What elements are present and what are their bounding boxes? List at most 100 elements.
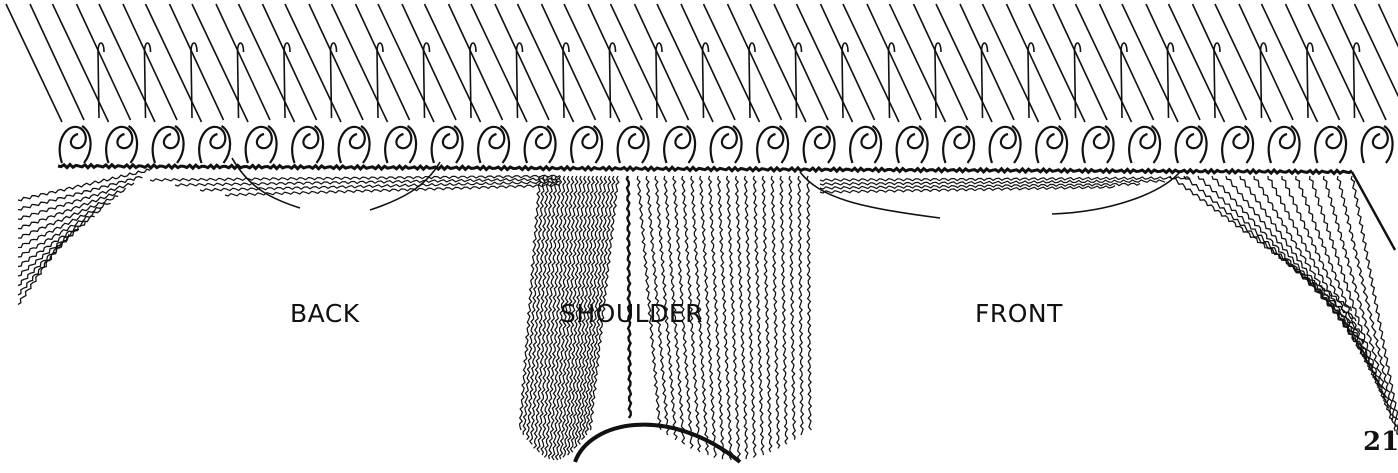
needle-shaft xyxy=(611,4,667,122)
stitch-loop xyxy=(1176,127,1202,163)
shoulder-row-right xyxy=(762,176,772,452)
shoulder-seam xyxy=(627,176,631,418)
needle-shaft xyxy=(983,4,1039,122)
needle-shaft xyxy=(378,4,434,122)
stitch-loop xyxy=(478,127,504,163)
needle-shaft xyxy=(449,4,503,120)
shoulder-row-right xyxy=(753,176,764,455)
needle-shaft xyxy=(518,4,574,122)
page-number: 21 xyxy=(1363,427,1398,457)
needle-shaft xyxy=(774,4,828,120)
needle-shaft xyxy=(1169,4,1225,122)
needle-shaft xyxy=(170,4,224,120)
stitch-loop xyxy=(804,127,830,163)
front-row xyxy=(1337,176,1398,442)
needle-shaft xyxy=(356,4,410,120)
stitch-loop xyxy=(897,127,923,163)
needle-shaft xyxy=(53,4,109,122)
stitch-loop xyxy=(246,127,272,163)
needle-shaft xyxy=(1100,4,1154,120)
needle-shaft xyxy=(564,4,620,122)
needle-shaft xyxy=(728,4,782,120)
needle-shaft xyxy=(890,4,946,122)
stitch-loop xyxy=(525,127,551,163)
stitch-loop xyxy=(199,127,225,163)
front-row xyxy=(1268,176,1380,387)
stitch-loop xyxy=(153,127,179,163)
needle-shaft xyxy=(239,4,295,122)
needle-shaft xyxy=(1332,4,1386,120)
needle-shaft xyxy=(657,4,713,122)
stitch-loop xyxy=(850,127,876,163)
needle-shaft xyxy=(1215,4,1271,122)
stitch-loop xyxy=(1036,127,1062,163)
stitch-loop xyxy=(339,127,365,163)
stitch-loop xyxy=(711,127,737,163)
needle-shaft xyxy=(495,4,549,120)
shoulder-row-right xyxy=(780,176,788,444)
stitch-loop xyxy=(618,127,644,163)
bind-off-line xyxy=(58,165,1352,174)
needle-shaft xyxy=(1286,4,1340,120)
needle-shaft xyxy=(1053,4,1107,120)
shoulder-row-right xyxy=(798,176,804,435)
stitch-loop xyxy=(385,127,411,163)
stitch-loop xyxy=(1083,127,1109,163)
stitch-loop xyxy=(1362,127,1388,163)
shoulder-row-right xyxy=(771,176,780,448)
needle-shaft xyxy=(1029,4,1085,122)
needle-shaft xyxy=(588,4,642,120)
shoulder-row-right xyxy=(709,176,725,459)
front-fabric-rows xyxy=(820,176,1398,453)
needle-shaft xyxy=(99,4,155,122)
needle-shaft xyxy=(123,4,177,120)
needle-shaft xyxy=(263,4,317,120)
needle-shaft xyxy=(960,4,1014,120)
stitch-loop xyxy=(1269,127,1295,163)
needle-shaft xyxy=(843,4,899,122)
needle-shaft xyxy=(914,4,968,120)
back-row xyxy=(18,177,142,210)
needle-shaft xyxy=(146,4,202,122)
needle-shaft xyxy=(192,4,248,122)
needle-shaft xyxy=(635,4,689,120)
needle-shaft xyxy=(542,4,596,120)
stitch-loop xyxy=(757,127,783,163)
stitch-loop xyxy=(432,127,458,163)
stitch-loop xyxy=(943,127,969,163)
needle-shaft xyxy=(1308,4,1364,122)
needle-shaft xyxy=(309,4,363,120)
stitch-loop xyxy=(571,127,597,163)
needle-shaft xyxy=(821,4,875,120)
needle-shaft xyxy=(77,4,131,120)
needle-shaft xyxy=(332,4,388,122)
needle-shaft xyxy=(402,4,456,120)
needle-shaft xyxy=(1007,4,1061,120)
back-row xyxy=(18,188,126,229)
needle-shaft xyxy=(425,4,481,122)
needle-shaft xyxy=(797,4,853,122)
needle-shaft xyxy=(867,4,921,120)
needle-shaft xyxy=(1146,4,1200,120)
stitch-loop xyxy=(664,127,690,163)
machine-needles xyxy=(6,4,1398,122)
needle-shaft xyxy=(681,4,735,120)
stitch-loop xyxy=(1222,127,1248,163)
needle-shaft xyxy=(1262,4,1318,122)
stitch-loop xyxy=(1315,127,1341,163)
shoulder-label: SHOULDER xyxy=(560,299,703,328)
front-row xyxy=(1324,176,1396,431)
needle-shaft xyxy=(704,4,760,122)
back-label: BACK xyxy=(290,299,360,328)
needle-shaft xyxy=(285,4,341,122)
stitch-loop xyxy=(292,127,318,163)
stitch-loop xyxy=(1129,127,1155,163)
needle-shaft xyxy=(1239,4,1293,120)
needle-shaft xyxy=(936,4,992,122)
shoulder-row-right xyxy=(807,176,812,430)
shoulder-row-right xyxy=(789,176,796,440)
front-row xyxy=(1226,176,1367,355)
back-fabric-rows xyxy=(18,169,560,304)
